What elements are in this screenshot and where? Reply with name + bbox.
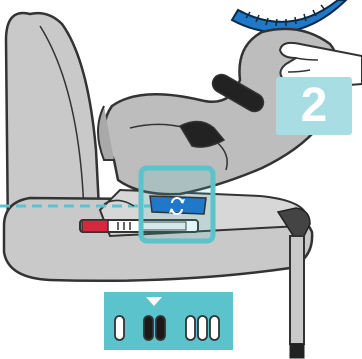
rotation-dial [232,0,346,32]
indicator-window [104,292,233,350]
red-indicator [82,220,108,232]
step-badge: 2 [276,77,352,135]
step-number: 2 [301,82,328,130]
rotation-button-highlight [141,168,213,241]
